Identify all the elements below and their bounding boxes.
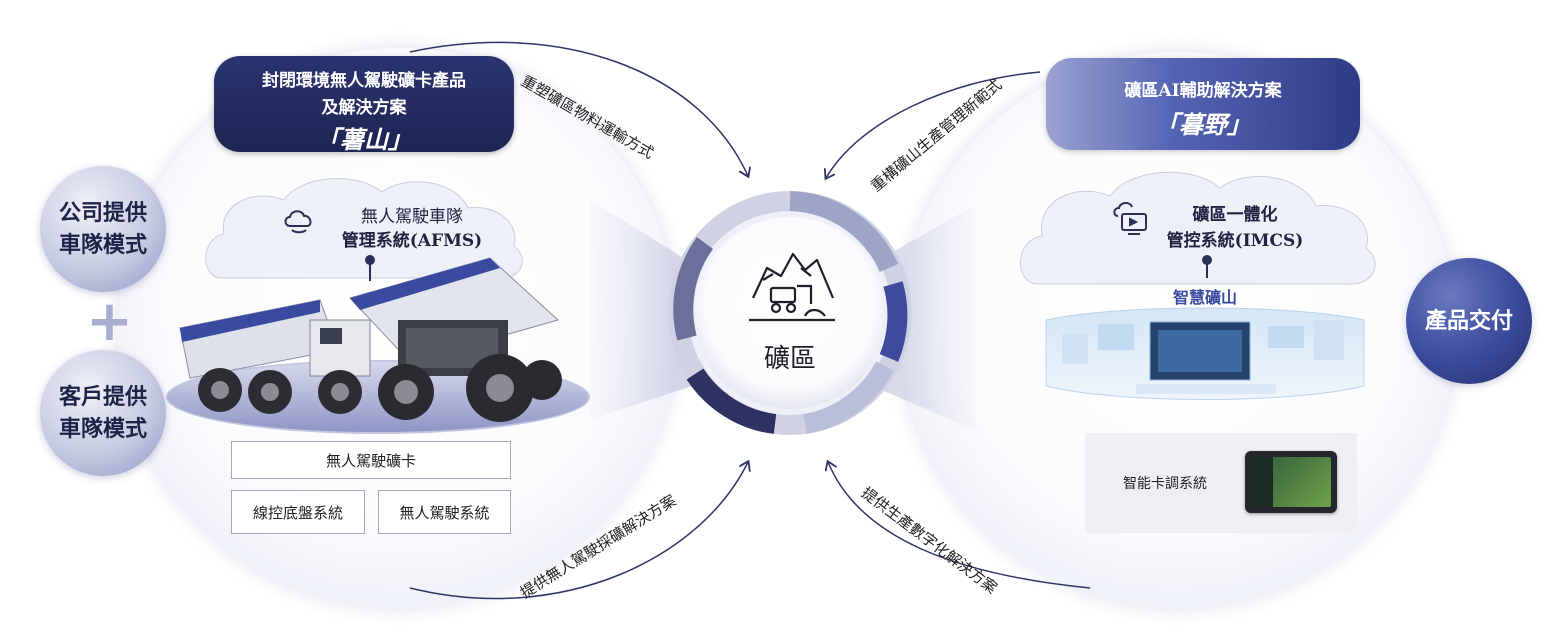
cloud-service-icon (282, 204, 316, 238)
small-truck (180, 300, 370, 414)
large-truck (350, 258, 562, 422)
product-delivery-label: 產品交付 (1425, 305, 1513, 337)
left-banner-line2: 及解決方案 (214, 93, 514, 118)
right-banner-brand: 「暮野」 (1046, 105, 1360, 140)
dispatch-panel: 智能卡調系統 (1085, 433, 1357, 533)
left-banner: 封閉環境無人駕駛礦卡產品 及解決方案 「薯山」 (214, 56, 514, 152)
mine-icon (745, 246, 840, 331)
mining-trucks (170, 250, 570, 430)
tablet-sidebar (1251, 457, 1273, 507)
left-banner-brand: 「薯山」 (214, 120, 514, 155)
box-autonomous-system: 無人駕駛系統 (378, 490, 511, 534)
center-hub: 礦區 (665, 188, 915, 438)
company-fleet-label: 公司提供 車隊模式 (59, 197, 147, 261)
smart-mine-dashboard (1040, 300, 1370, 410)
left-cloud-title-2: 管理系統(AFMS) (320, 226, 504, 251)
dispatch-label: 智能卡調系統 (1123, 473, 1207, 493)
monitor-cloud-icon (1110, 198, 1150, 238)
right-cloud-title-2: 管控系統(IMCS) (1150, 226, 1320, 251)
right-cloud-title-1: 礦區一體化 (1160, 200, 1310, 225)
center-label: 礦區 (665, 338, 915, 375)
product-delivery-circle: 產品交付 (1406, 258, 1532, 384)
customer-fleet-label: 客戶提供 車隊模式 (59, 381, 147, 445)
customer-fleet-circle: 客戶提供 車隊模式 (40, 350, 166, 476)
left-banner-line1: 封閉環境無人駕駛礦卡產品 (214, 66, 514, 91)
dispatch-tablet (1245, 451, 1337, 513)
right-banner-line1: 礦區AI輔助解決方案 (1046, 76, 1360, 101)
box-autonomous-truck: 無人駕駛礦卡 (231, 441, 511, 479)
right-cloud-pin-dot (1202, 255, 1212, 265)
plus-sign: + (86, 300, 130, 344)
left-cloud-title-1: 無人駕駛車隊 (332, 202, 492, 227)
box-drive-by-wire: 線控底盤系統 (231, 490, 365, 534)
company-fleet-circle: 公司提供 車隊模式 (40, 166, 166, 292)
right-banner: 礦區AI輔助解決方案 「暮野」 (1046, 58, 1360, 150)
